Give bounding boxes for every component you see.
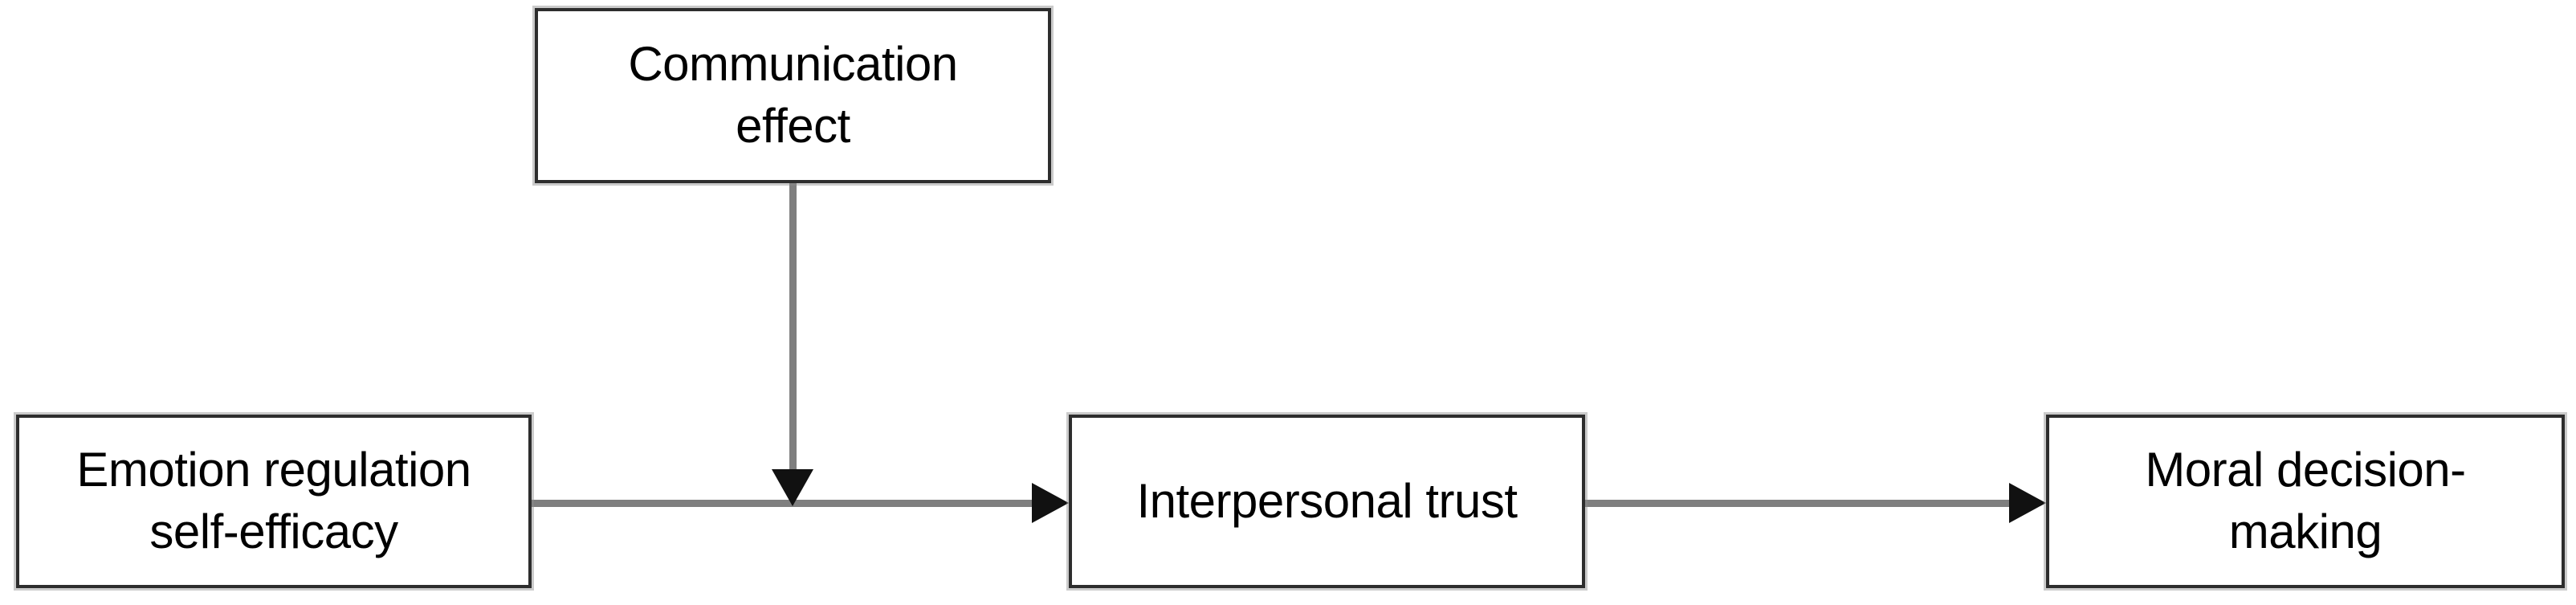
arrowhead-right-icon [1032, 483, 1069, 523]
node-interpersonal-trust: Interpersonal trust [1069, 415, 1585, 588]
node-moral-decision-making-label: Moral decision- making [2145, 443, 2466, 558]
node-interpersonal-trust-label: Interpersonal trust [1136, 473, 1518, 528]
node-moral-decision-making: Moral decision- making [2046, 415, 2565, 588]
node-communication-effect-label: Communication effect [628, 37, 958, 153]
arrow-line-trust-to-moral [1585, 500, 2012, 507]
node-emotion-regulation-self-efficacy: Emotion regulation self-efficacy [16, 415, 532, 588]
arrowhead-down-icon [772, 469, 813, 506]
node-emotion-regulation-self-efficacy-label: Emotion regulation self-efficacy [76, 443, 471, 558]
arrow-line-communication-to-path [789, 182, 797, 469]
arrowhead-right-icon [2009, 483, 2046, 523]
node-communication-effect: Communication effect [535, 8, 1051, 183]
